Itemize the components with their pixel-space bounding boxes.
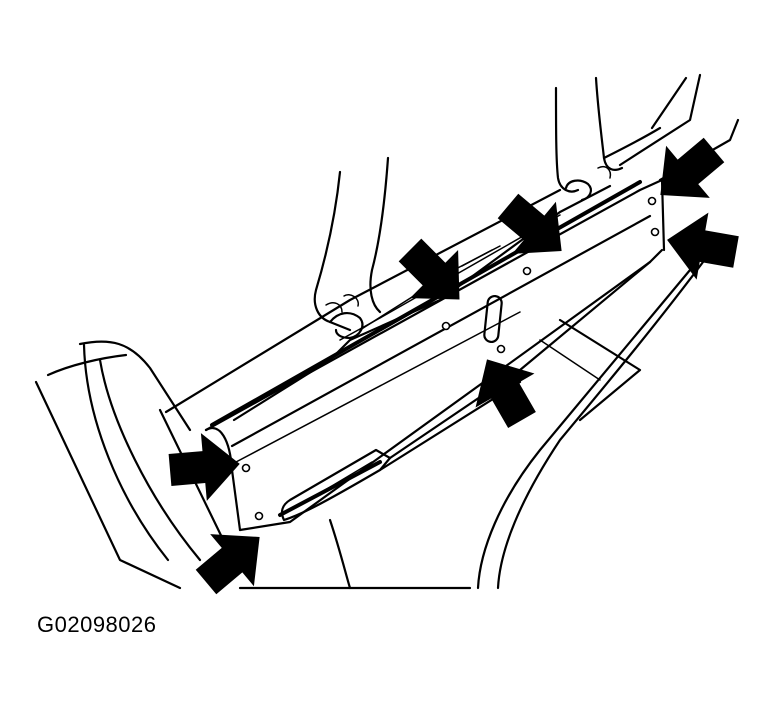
black-arrow-icon [475, 359, 536, 428]
black-arrow-icon [497, 193, 562, 254]
hole-right-upper [647, 196, 657, 206]
trim-panel [204, 178, 666, 532]
vehicle-body-outline [34, 73, 740, 590]
black-arrow-icon [398, 238, 460, 300]
hole-lower-center [496, 344, 506, 354]
right-hand [554, 76, 662, 202]
figure-code: G02098026 [37, 612, 157, 637]
black-arrow-icon [660, 137, 725, 198]
hole-left-lower [254, 511, 264, 521]
left-hand [313, 156, 390, 340]
door-trim-panel-illustration [34, 73, 740, 595]
black-arrow-icon [195, 534, 260, 595]
callout-arrows [168, 137, 739, 595]
black-arrow-icon [168, 433, 240, 501]
hole-center-left [441, 321, 451, 331]
black-arrow-icon [667, 212, 739, 280]
hole-center-right [522, 266, 532, 276]
hole-right-lower [650, 227, 660, 237]
hole-left-upper [241, 463, 251, 473]
mounting-holes [241, 196, 660, 521]
